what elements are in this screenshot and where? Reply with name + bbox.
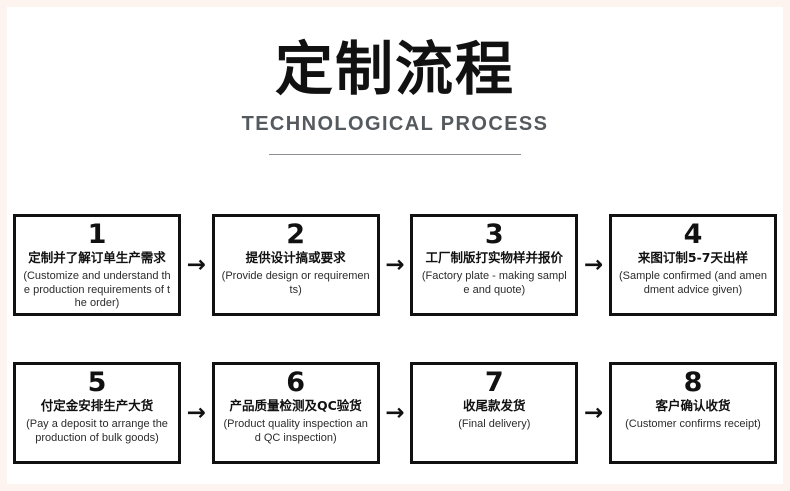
step-title-cn: 客户确认收货 bbox=[655, 398, 731, 413]
step-box-5: 5 付定金安排生产大货 (Pay a deposit to arrange th… bbox=[13, 362, 181, 464]
process-infographic: 定制流程 TECHNOLOGICAL PROCESS 1 定制并了解订单生产需求… bbox=[7, 7, 783, 484]
step-number: 8 bbox=[683, 367, 703, 398]
step-title-cn: 工厂制版打实物样并报价 bbox=[425, 250, 564, 265]
arrow-right-icon: → bbox=[584, 251, 604, 278]
page-title: 定制流程 bbox=[274, 35, 515, 103]
process-row-2: 5 付定金安排生产大货 (Pay a deposit to arrange th… bbox=[13, 362, 777, 464]
step-title-en: (Final delivery) bbox=[458, 418, 531, 430]
step-box-7: 7 收尾款发货 (Final delivery) bbox=[410, 362, 579, 464]
process-row-1: 1 定制并了解订单生产需求 (Customize and understand … bbox=[13, 214, 777, 316]
step-number: 6 bbox=[286, 367, 306, 398]
step-number: 7 bbox=[484, 367, 504, 398]
step-title-en: (Factory plate - making sample and quote… bbox=[421, 270, 567, 296]
step-title-en: (Pay a deposit to arrange the production… bbox=[26, 418, 168, 444]
step-number: 4 bbox=[683, 219, 703, 250]
page-subtitle: TECHNOLOGICAL PROCESS bbox=[241, 113, 549, 135]
step-title-cn: 提供设计搞或要求 bbox=[245, 250, 346, 265]
arrow-right-icon: → bbox=[385, 251, 405, 278]
step-title-cn: 收尾款发货 bbox=[463, 398, 526, 413]
header-divider bbox=[269, 154, 521, 155]
step-title-cn: 产品质量检测及QC验货 bbox=[229, 398, 362, 413]
step-title-en: (Customer confirms receipt) bbox=[625, 418, 761, 430]
step-title-en: (Customize and understand the production… bbox=[23, 270, 171, 309]
step-number: 5 bbox=[87, 367, 107, 398]
step-title-en: (Product quality inspection and QC inspe… bbox=[223, 418, 368, 444]
arrow-right-icon: → bbox=[584, 399, 604, 426]
step-title-cn: 定制并了解订单生产需求 bbox=[28, 250, 166, 265]
step-box-3: 3 工厂制版打实物样并报价 (Factory plate - making sa… bbox=[410, 214, 579, 316]
header: 定制流程 TECHNOLOGICAL PROCESS bbox=[7, 7, 783, 155]
step-title-cn: 来图订制5-7天出样 bbox=[637, 250, 749, 265]
step-box-1: 1 定制并了解订单生产需求 (Customize and understand … bbox=[13, 214, 181, 316]
step-box-4: 4 来图订制5-7天出样 (Sample confirmed (and amen… bbox=[608, 214, 777, 316]
arrow-right-icon: → bbox=[186, 399, 206, 426]
step-title-cn: 付定金安排生产大货 bbox=[40, 398, 154, 413]
step-number: 1 bbox=[87, 219, 107, 250]
step-box-6: 6 产品质量检测及QC验货 (Product quality inspectio… bbox=[211, 362, 380, 464]
arrow-right-icon: → bbox=[385, 399, 405, 426]
step-number: 2 bbox=[286, 219, 306, 250]
step-title-en: (Provide design or requirements) bbox=[221, 270, 370, 296]
step-number: 3 bbox=[484, 219, 504, 250]
arrow-right-icon: → bbox=[186, 251, 206, 278]
step-box-8: 8 客户确认收货 (Customer confirms receipt) bbox=[608, 362, 777, 464]
step-box-2: 2 提供设计搞或要求 (Provide design or requiremen… bbox=[211, 214, 380, 316]
step-title-en: (Sample confirmed (and amendment advice … bbox=[618, 270, 767, 296]
